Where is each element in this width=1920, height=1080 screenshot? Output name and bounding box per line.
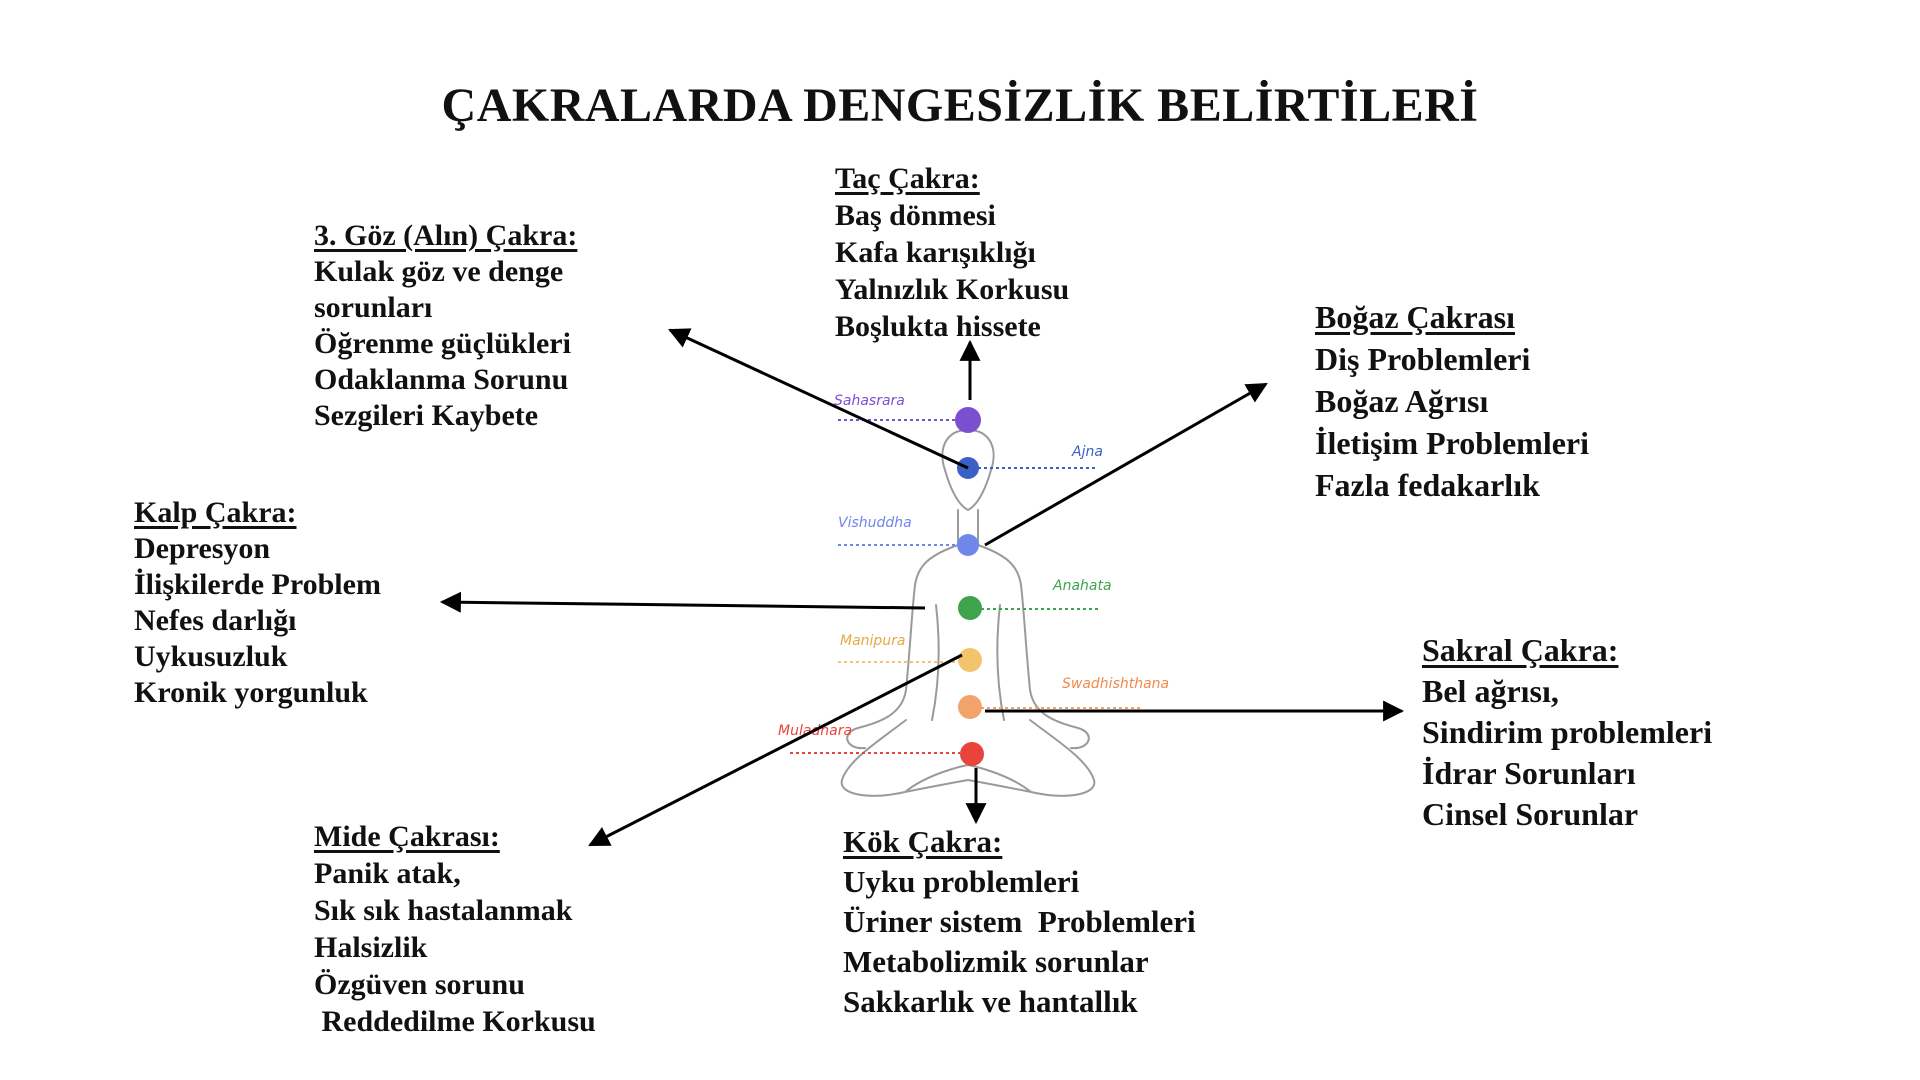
goz-chakra-heading: 3. Göz (Alın) Çakra:	[314, 219, 578, 252]
tac-item: Kafa karışıklığı	[835, 236, 1036, 269]
kok-item: Uyku problemleri	[843, 864, 1080, 899]
sakral-item: İdrar Sorunları	[1422, 755, 1636, 791]
manipura-point	[958, 648, 982, 672]
mide-chakra-heading: Mide Çakrası:	[314, 820, 500, 853]
page-title: ÇAKRALARDA DENGESİZLİK BELİRTİLERİ	[441, 79, 1479, 132]
swadhishthana-point	[958, 695, 982, 719]
goz-item: sorunları	[314, 291, 433, 324]
chakra-guide-lines	[790, 419, 1140, 754]
sahasrara-label: Sahasrara	[834, 393, 905, 409]
arrow-mide	[588, 653, 963, 847]
swadhishthana-label: Swadhishthana	[1062, 676, 1169, 692]
anahata-label: Anahata	[1052, 578, 1112, 594]
kalp-item: İlişkilerde Problem	[134, 568, 381, 601]
kalp-chakra-heading: Kalp Çakra:	[134, 496, 297, 529]
mide-item: Özgüven sorunu	[314, 968, 525, 1001]
goz-chakra-box: 3. Göz (Alın) Çakra: Kulak göz ve denge …	[314, 218, 577, 434]
sakral-chakra-heading: Sakral Çakra:	[1422, 632, 1619, 668]
mide-chakra-box: Mide Çakrası: Panik atak, Sık sık hastal…	[314, 818, 596, 1040]
bogaz-item: Fazla fedakarlık	[1315, 467, 1540, 503]
goz-item: Odaklanma Sorunu	[314, 363, 569, 396]
manipura-label: Manipura	[840, 633, 906, 649]
tac-item: Baş dönmesi	[835, 199, 996, 232]
mide-item: Panik atak,	[314, 857, 461, 890]
goz-item: Kulak göz ve denge	[314, 255, 564, 288]
arrow-kalp	[439, 591, 926, 613]
anahata-point	[958, 596, 982, 620]
sahasrara-point	[955, 407, 981, 433]
kalp-item: Uykusuzluk	[134, 640, 288, 673]
mide-item: Reddedilme Korkusu	[314, 1005, 596, 1038]
tac-chakra-heading: Taç Çakra:	[835, 162, 980, 195]
muladhara-point	[960, 742, 984, 766]
kalp-chakra-box: Kalp Çakra: Depresyon İlişkilerde Proble…	[134, 495, 381, 711]
chakra-name-labels: Sahasrara Ajna Vishuddha Anahata Manipur…	[778, 393, 1169, 739]
ajna-label: Ajna	[1071, 444, 1103, 460]
kok-chakra-heading: Kök Çakra:	[843, 824, 1003, 859]
kalp-item: Depresyon	[134, 532, 271, 565]
chakra-points	[955, 407, 984, 766]
kok-item: Sakkarlık ve hantallık	[843, 984, 1138, 1019]
kalp-item: Kronik yorgunluk	[134, 676, 368, 709]
arrow-bogaz	[984, 382, 1268, 547]
kok-item: Üriner sistem Problemleri	[843, 904, 1196, 939]
kok-chakra-box: Kök Çakra: Uyku problemleri Üriner siste…	[843, 822, 1196, 1022]
bogaz-item: İletişim Problemleri	[1315, 425, 1589, 461]
tac-item: Boşlukta hissete	[835, 310, 1041, 343]
sakral-item: Cinsel Sorunlar	[1422, 796, 1639, 832]
mide-item: Sık sık hastalanmak	[314, 894, 573, 927]
sakral-item: Sindirim problemleri	[1422, 714, 1713, 750]
tac-chakra-box: Taç Çakra: Baş dönmesi Kafa karışıklığı …	[835, 160, 1069, 345]
kalp-item: Nefes darlığı	[134, 604, 297, 637]
bogaz-item: Boğaz Ağrısı	[1315, 383, 1489, 419]
bogaz-chakra-heading: Boğaz Çakrası	[1315, 299, 1515, 335]
vishuddha-label: Vishuddha	[838, 515, 912, 531]
tac-item: Yalnızlık Korkusu	[835, 273, 1070, 306]
bogaz-chakra-box: Boğaz Çakrası Diş Problemleri Boğaz Ağrı…	[1315, 296, 1589, 506]
arrows	[439, 328, 1405, 847]
mide-item: Halsizlik	[314, 931, 428, 964]
kok-item: Metabolizmik sorunlar	[843, 944, 1149, 979]
goz-item: Sezgileri Kaybete	[314, 399, 539, 432]
sakral-chakra-box: Sakral Çakra: Bel ağrısı, Sindirim probl…	[1422, 630, 1712, 835]
vishuddha-point	[957, 534, 979, 556]
goz-item: Öğrenme güçlükleri	[314, 327, 571, 360]
bogaz-item: Diş Problemleri	[1315, 341, 1531, 377]
arrow-goz	[668, 328, 969, 470]
sakral-item: Bel ağrısı,	[1422, 673, 1559, 709]
